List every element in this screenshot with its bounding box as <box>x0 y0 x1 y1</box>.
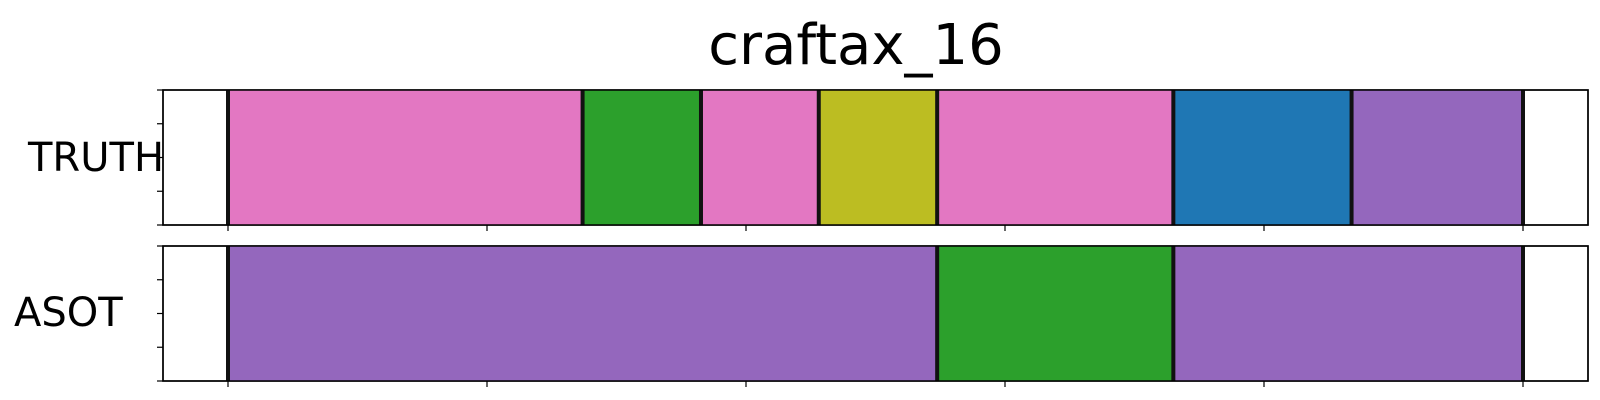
row-truth: TRUTH <box>27 89 1589 226</box>
segment-bar <box>1351 90 1523 225</box>
segment-bar <box>937 246 1174 381</box>
segment-bar <box>228 246 938 381</box>
segment-bar <box>700 90 819 225</box>
segment-bar <box>937 90 1174 225</box>
rows-layer: TRUTH ASOT <box>14 89 1589 387</box>
chart-title: craftax_16 <box>708 13 1004 78</box>
segment-bar <box>1173 246 1523 381</box>
segment-bar <box>1173 90 1352 225</box>
segment-bar <box>818 90 938 225</box>
row-label: TRUTH <box>27 135 164 181</box>
row-asot: ASOT <box>14 245 1589 382</box>
row-label: ASOT <box>14 290 123 336</box>
segment-bar <box>228 90 583 225</box>
segment-bar <box>582 90 701 225</box>
